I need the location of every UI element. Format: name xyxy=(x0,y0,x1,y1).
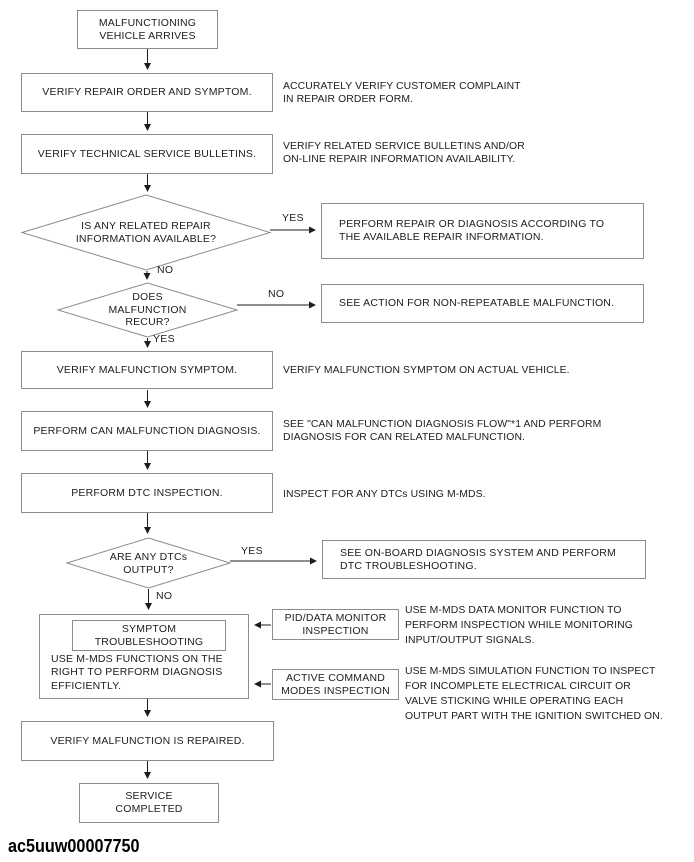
note-verify-repair-order: ACCURATELY VERIFY CUSTOMER COMPLAINT IN … xyxy=(283,81,521,105)
note-active-command: USE M-MDS SIMULATION FUNCTION TO INSPECT… xyxy=(405,666,663,722)
can-diagnosis-node: PERFORM CAN MALFUNCTION DIAGNOSIS. xyxy=(21,411,273,451)
recur-yes-label: YES xyxy=(153,333,175,345)
decision-repair-info-text: IS ANY RELATED REPAIR INFORMATION AVAILA… xyxy=(75,220,217,245)
symptom-troubleshooting-body: USE M-MDS FUNCTIONS ON THE RIGHT TO PERF… xyxy=(51,653,223,692)
decision-diamond-recur xyxy=(56,282,239,338)
verify-bulletins-node: VERIFY TECHNICAL SERVICE BULLETINS. xyxy=(21,134,273,174)
dtc-yes-label: YES xyxy=(241,545,263,557)
decision-dtc-text: ARE ANY DTCs OUTPUT? xyxy=(109,551,188,576)
verify-repaired-node: VERIFY MALFUNCTION IS REPAIRED. xyxy=(21,721,274,761)
repair-info-no-label: NO xyxy=(157,264,174,276)
dtc-no-label: NO xyxy=(156,590,173,602)
decision-recur-text: DOES MALFUNCTION RECUR? xyxy=(108,291,187,328)
active-command-node: ACTIVE COMMAND MODES INSPECTION xyxy=(272,669,399,700)
dtc-yes-action-node: SEE ON-BOARD DIAGNOSIS SYSTEM AND PERFOR… xyxy=(322,540,646,579)
symptom-troubleshooting-title-box: SYMPTOM TROUBLESHOOTING xyxy=(72,620,226,651)
note-verify-symptom: VERIFY MALFUNCTION SYMPTOM ON ACTUAL VEH… xyxy=(283,365,570,376)
note-dtc-inspection: INSPECT FOR ANY DTCs USING M-MDS. xyxy=(283,489,486,500)
verify-repair-order-node: VERIFY REPAIR ORDER AND SYMPTOM. xyxy=(21,73,273,112)
verify-symptom-node: VERIFY MALFUNCTION SYMPTOM. xyxy=(21,351,273,389)
note-can-diagnosis: SEE "CAN MALFUNCTION DIAGNOSIS FLOW"*1 A… xyxy=(283,419,602,443)
figure-code: ac5uuw00007750 xyxy=(8,836,140,856)
dtc-inspection-node: PERFORM DTC INSPECTION. xyxy=(21,473,273,513)
start-node: MALFUNCTIONING VEHICLE ARRIVES xyxy=(77,10,218,49)
symptom-troubleshooting-node: SYMPTOM TROUBLESHOOTING USE M-MDS FUNCTI… xyxy=(39,614,249,699)
recur-no-label: NO xyxy=(268,288,285,300)
service-completed-node: SERVICE COMPLETED xyxy=(79,783,219,823)
decision-diamond-repair-info xyxy=(20,194,272,271)
repair-info-yes-action-node: PERFORM REPAIR OR DIAGNOSIS ACCORDING TO… xyxy=(321,203,644,259)
repair-info-yes-label: YES xyxy=(282,212,304,224)
pid-monitor-node: PID/DATA MONITOR INSPECTION xyxy=(272,609,399,640)
note-pid-monitor: USE M-MDS DATA MONITOR FUNCTION TO PERFO… xyxy=(405,605,633,646)
decision-diamond-dtc xyxy=(65,537,232,589)
note-verify-bulletins: VERIFY RELATED SERVICE BULLETINS AND/OR … xyxy=(283,141,525,165)
recur-no-action-node: SEE ACTION FOR NON-REPEATABLE MALFUNCTIO… xyxy=(321,284,644,323)
